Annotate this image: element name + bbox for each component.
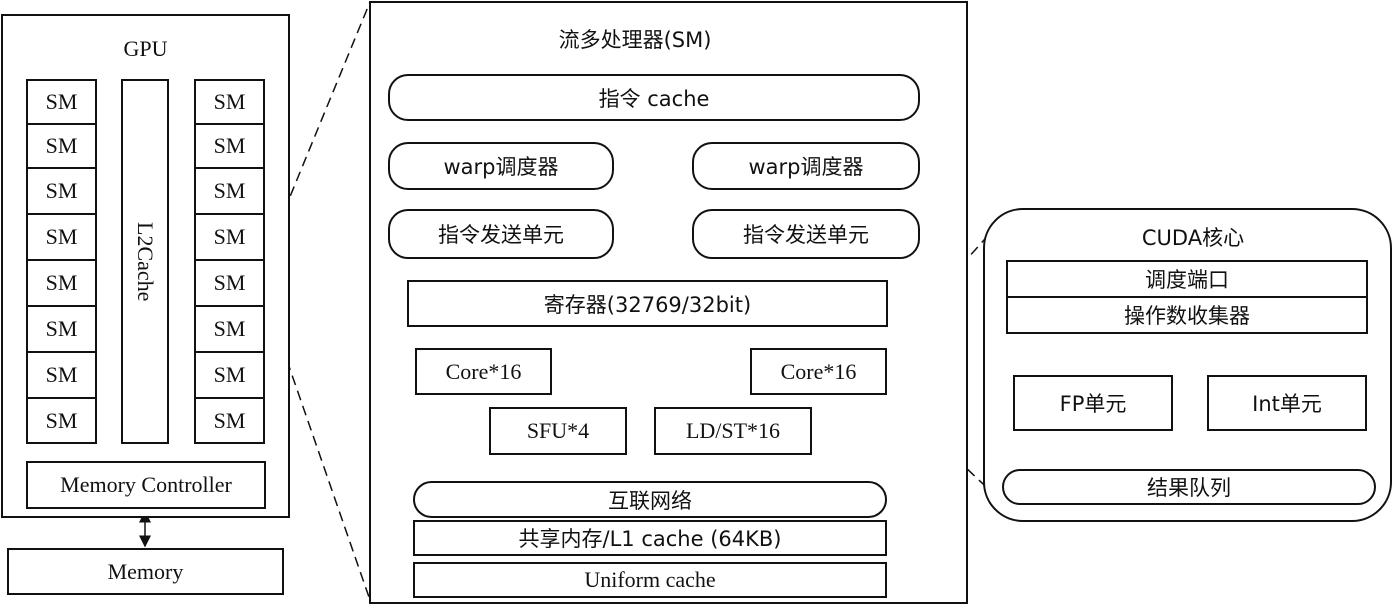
fp-unit: FP单元 [1013, 375, 1173, 431]
result-queue: 结果队列 [1002, 469, 1376, 505]
sm-block: SM [26, 213, 97, 261]
zoom-line-cuda-bottom [885, 391, 1001, 501]
dispatch-unit-left: 指令发送单元 [388, 209, 614, 259]
sm-block: SM [26, 397, 97, 444]
zoom-line-top [265, 1, 371, 256]
warp-scheduler-left: warp调度器 [388, 142, 614, 190]
l2-cache-label: L2Cache [133, 221, 158, 302]
sm-block: SM [26, 351, 97, 399]
sm-title: 流多处理器(SM) [558, 28, 712, 52]
sm-block: SM [26, 259, 97, 307]
sm-block: SM [26, 305, 97, 353]
l2-cache: L2Cache [121, 79, 169, 444]
core-unit-right: Core*16 [750, 348, 887, 395]
memory-block: Memory [7, 548, 284, 595]
sm-block: SM [194, 123, 265, 169]
shared-memory: 共享内存/L1 cache (64KB) [413, 520, 887, 556]
sm-block: SM [194, 167, 265, 215]
sm-block: SM [194, 259, 265, 307]
sm-block: SM [194, 213, 265, 261]
sm-block: SM [194, 397, 265, 444]
warp-scheduler-right: warp调度器 [692, 142, 920, 190]
operand-collector: 操作数收集器 [1006, 296, 1368, 334]
sm-block: SM [194, 79, 265, 125]
sm-block: SM [194, 351, 265, 399]
dispatch-unit-right: 指令发送单元 [692, 209, 920, 259]
sm-block: SM [26, 167, 97, 215]
register-file: 寄存器(32769/32bit) [407, 280, 888, 327]
sfu-unit: SFU*4 [489, 407, 627, 455]
ldst-unit: LD/ST*16 [654, 407, 812, 455]
sm-block: SM [26, 79, 97, 125]
gpu-title: GPU [123, 36, 168, 61]
sm-block: SM [194, 305, 265, 353]
memory-controller: Memory Controller [26, 461, 266, 509]
int-unit: Int单元 [1207, 375, 1367, 431]
core-unit-left: Core*16 [415, 348, 552, 395]
interconnect-network: 互联网络 [413, 481, 887, 518]
instruction-cache: 指令 cache [388, 74, 920, 121]
uniform-cache: Uniform cache [413, 562, 887, 598]
cuda-core-title: CUDA核心 [1141, 226, 1245, 250]
dispatch-port: 调度端口 [1006, 260, 1368, 298]
sm-block: SM [26, 123, 97, 169]
